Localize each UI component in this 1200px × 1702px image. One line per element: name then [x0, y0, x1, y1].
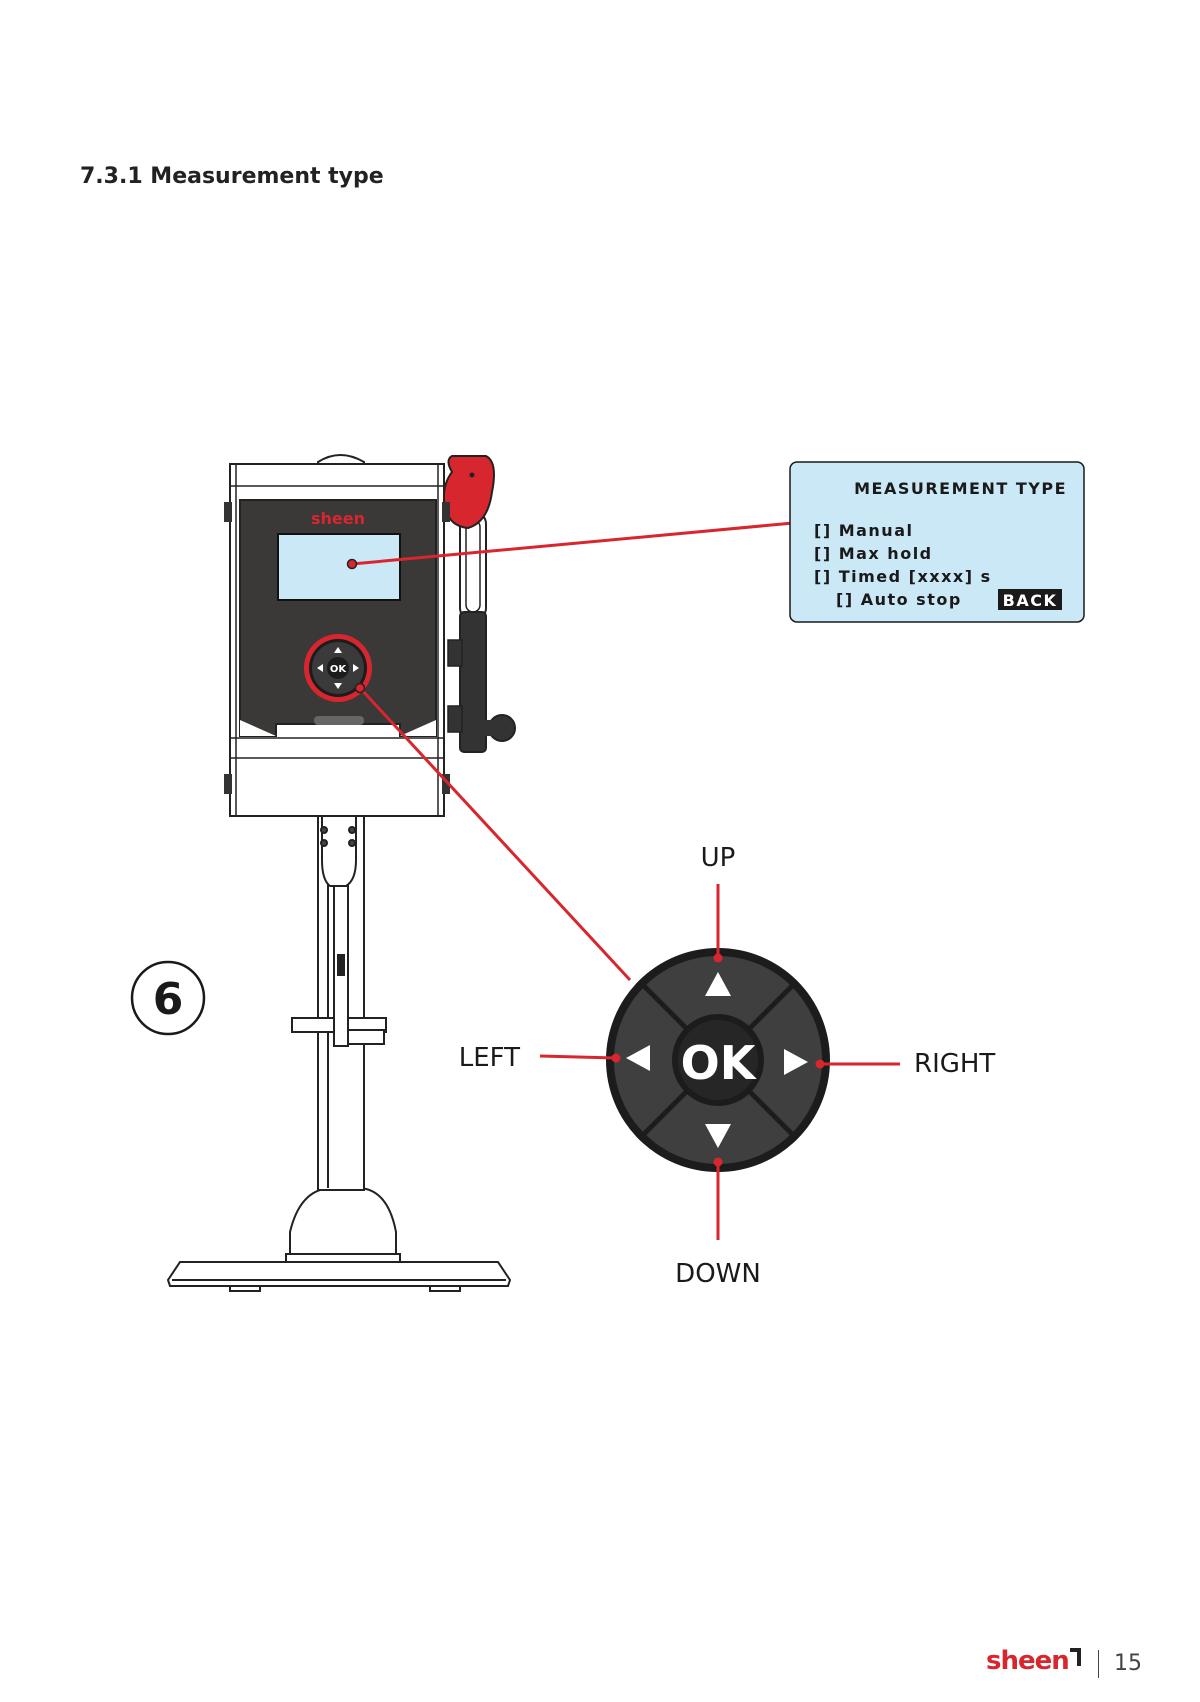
- left-arrow-icon: [626, 1045, 650, 1071]
- step-number-badge: 6: [130, 960, 206, 1036]
- footer-brand-text: sheen: [986, 1646, 1070, 1676]
- right-arrow-icon: [784, 1049, 808, 1075]
- callout-lines: [346, 520, 805, 982]
- menu-back-button: [998, 589, 1062, 610]
- brand-mark-icon: [1069, 1648, 1081, 1666]
- footer-divider: [1098, 1650, 1099, 1678]
- menu-option-max-hold: [] Max hold: [814, 544, 933, 563]
- up-arrow-icon: [705, 972, 731, 996]
- device-screen: [277, 533, 401, 601]
- instrument-head: sheen OK: [224, 454, 516, 817]
- direction-callouts: UP DOWN LEFT RIGHT: [459, 843, 996, 1289]
- keypad-ok-label: OK: [681, 1036, 758, 1090]
- label-right: RIGHT: [914, 1049, 995, 1079]
- page-number: 15: [1114, 1651, 1142, 1676]
- down-arrow-icon: [705, 1124, 731, 1148]
- device-brand-logo: sheen: [311, 509, 365, 528]
- menu-title: MEASUREMENT TYPE: [854, 479, 1067, 498]
- label-down: DOWN: [675, 1259, 761, 1289]
- screen-callout: MEASUREMENT TYPE [] Manual [] Max hold […: [789, 461, 1085, 623]
- label-up: UP: [701, 843, 736, 873]
- section-heading: 7.3.1 Measurement type: [80, 164, 384, 189]
- keypad-detail: OK: [606, 948, 830, 1172]
- device-ok-label: OK: [330, 664, 348, 675]
- label-left: LEFT: [459, 1043, 520, 1073]
- menu-option-auto-stop: [] Auto stop: [836, 590, 962, 609]
- menu-back-label: BACK: [1003, 591, 1058, 610]
- menu-option-manual: [] Manual: [814, 521, 913, 540]
- menu-screen-panel: [789, 461, 1085, 623]
- stand: [166, 814, 512, 1292]
- step-number: 6: [153, 974, 184, 1025]
- footer-brand-logo: sheen: [986, 1646, 1081, 1676]
- menu-option-timed: [] Timed [xxxx] s: [814, 567, 992, 586]
